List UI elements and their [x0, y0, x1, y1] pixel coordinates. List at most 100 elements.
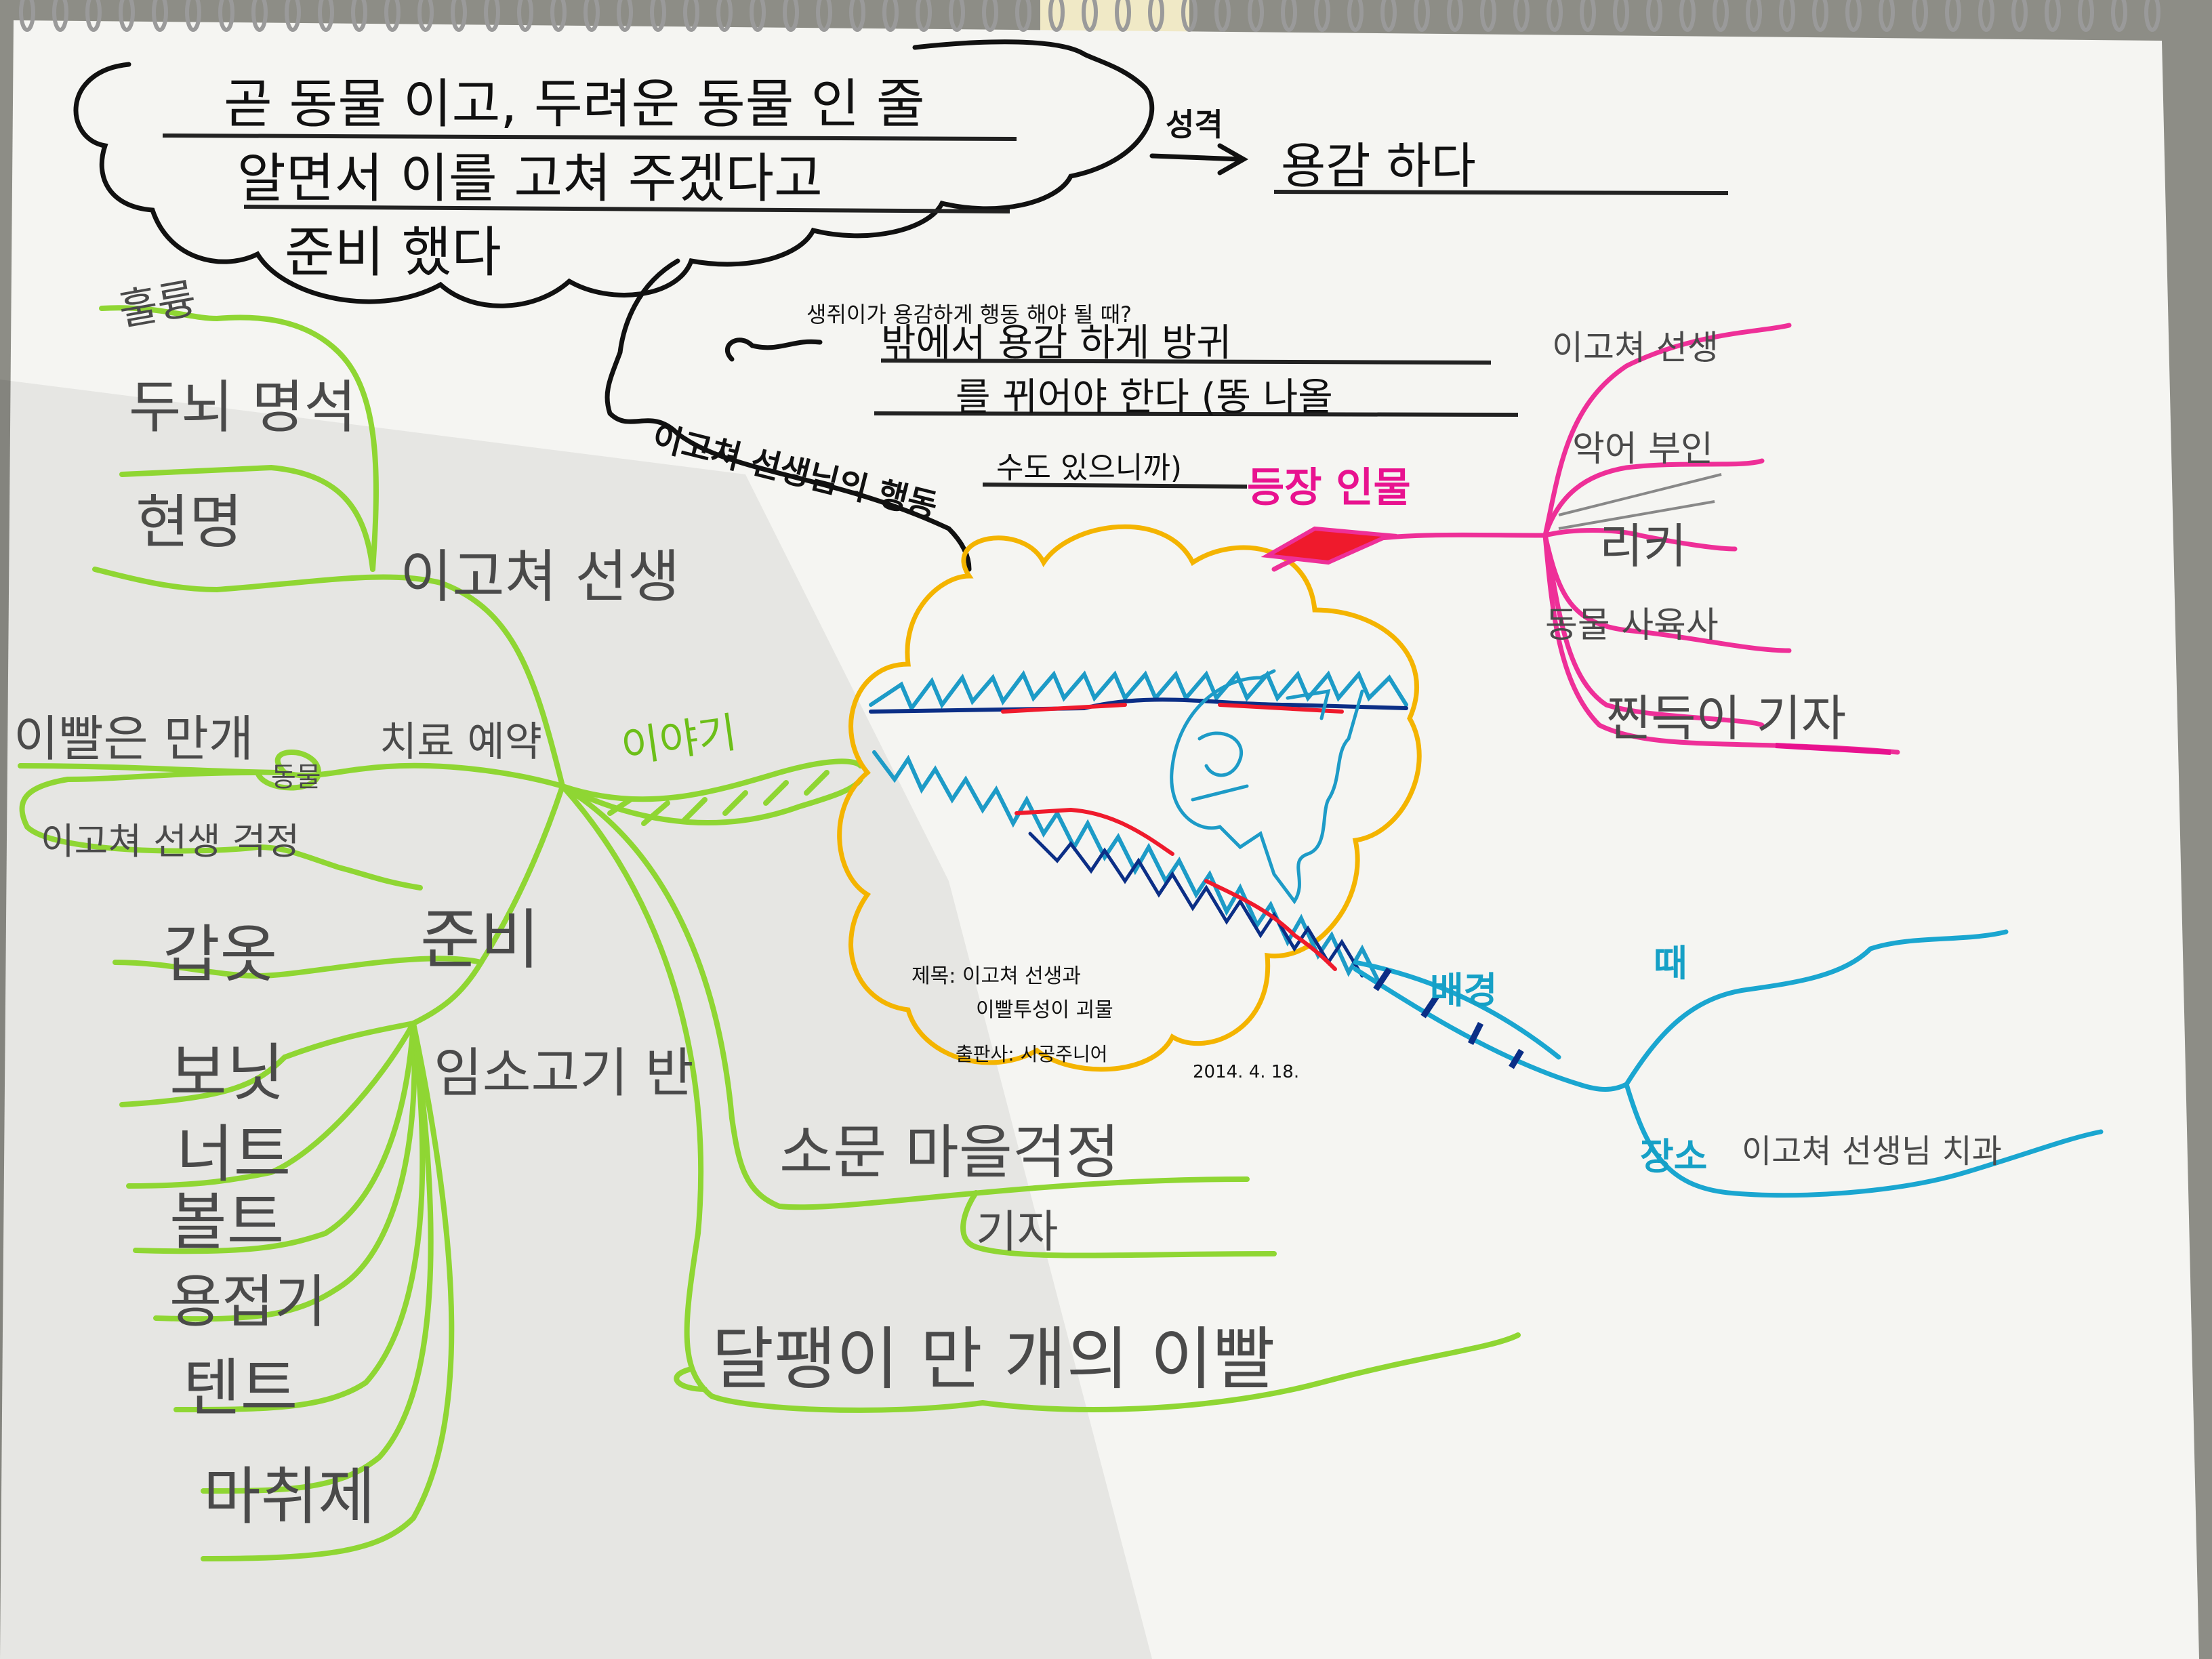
question-prompt: 생쥐이가 용감하게 행동 해야 될 때? — [806, 302, 1132, 327]
prep-label: 준비 — [420, 902, 540, 978]
cloud-line-2: 알면서 이를 고쳐 주겠다고 — [237, 148, 823, 209]
prep-item-5: 용접기 — [169, 1269, 327, 1335]
spiral-ring — [152, 0, 168, 32]
spiral-ring — [1248, 0, 1264, 32]
cloud-line-3: 준비 했다 — [285, 221, 501, 284]
spiral-ring — [251, 0, 268, 32]
prep-item-4: 볼트 — [169, 1186, 284, 1258]
spiral-ring — [1347, 0, 1364, 32]
answer-line-2: 를 뀌어야 한다 (똥 나올 — [956, 375, 1333, 419]
spiral-ring — [683, 0, 699, 32]
spiral-ring — [1978, 0, 1994, 32]
spiral-ring — [1480, 0, 1496, 32]
story-branches — [18, 305, 1521, 1561]
spiral-ring — [1580, 0, 1596, 32]
spiral-ring — [2144, 0, 2160, 32]
cloud-line-1: 곧 동물 이고, 두려운 동물 인 줄 — [224, 74, 925, 135]
spiral-ring — [119, 0, 135, 32]
spiral-ring — [1513, 0, 1530, 32]
character-2: 악어 부인 — [1572, 429, 1713, 470]
spiral-ring — [1380, 0, 1397, 32]
prep-item-3: 너트 — [176, 1118, 291, 1191]
prep-item-6: 텐트 — [183, 1352, 298, 1425]
prep-half: 임소고기 반 — [434, 1043, 694, 1104]
spiral-ring — [1214, 0, 1231, 32]
spiral-ring — [351, 0, 367, 32]
notebook-paper — [0, 20, 2199, 1659]
spiral-ring — [2078, 0, 2094, 32]
spiral-ring — [849, 0, 865, 32]
book-title-line-2: 이빨투성이 괴물 — [976, 998, 1113, 1022]
spiral-ring — [1879, 0, 1895, 32]
spiral-ring — [285, 0, 301, 32]
prep-item-1: 갑옷 — [163, 918, 277, 991]
spiral-ring — [2011, 0, 2028, 32]
spiral-ring — [1812, 0, 1828, 32]
spiral-ring — [1679, 0, 1696, 32]
spiral-ring — [85, 0, 102, 32]
spiral-ring — [417, 0, 434, 32]
spiral-ring — [1646, 0, 1662, 32]
spiral-ring — [218, 0, 234, 32]
center-cloud — [837, 524, 1422, 1072]
doctor-trait-3: 현명 — [136, 489, 243, 556]
spiral-ring — [517, 0, 533, 32]
monster-drawing — [869, 669, 1408, 985]
spiral-ring — [1015, 0, 1031, 32]
answer-line-3: 수도 있으니까) — [996, 451, 1182, 485]
spiral-ring — [1115, 0, 1131, 32]
rumor-reporter: 기자 — [976, 1206, 1058, 1258]
spiral-ring — [52, 0, 68, 32]
story-label: 이야기 — [618, 708, 740, 773]
spiral-ring — [816, 0, 832, 32]
spiral-ring — [1181, 0, 1197, 32]
shadow — [0, 380, 1152, 1659]
book-publisher: 출판사: 시공주니어 — [956, 1043, 1107, 1065]
spiral-ring — [916, 0, 932, 32]
characters-label: 등장 인물 — [1247, 464, 1411, 512]
place-label: 장소 — [1640, 1135, 1707, 1178]
spiral-ring — [1746, 0, 1762, 32]
appointment-teeth: 이빨은 만개 — [14, 710, 253, 767]
spiral-ring — [2111, 0, 2127, 32]
rumor-label: 소문 마을걱정 — [779, 1119, 1120, 1187]
character-1: 이고쳐 선생 — [1552, 328, 1719, 367]
prep-item-2: 보닛 — [169, 1037, 284, 1109]
appointment-animal: 동물 — [271, 762, 321, 793]
personality-value: 용감 하다 — [1281, 138, 1476, 194]
character-4: 동물 사육사 — [1545, 605, 1719, 646]
appointment-worry: 이고쳐 선생 걱정 — [41, 820, 300, 863]
spiral-ring — [1447, 0, 1463, 32]
spiral-ring — [185, 0, 201, 32]
book-date: 2014. 4. 18. — [1193, 1062, 1299, 1082]
spiral-ring — [617, 0, 633, 32]
spiral-ring — [1912, 0, 1928, 32]
top-thought-cloud — [73, 39, 1249, 572]
spiral-ring — [716, 0, 733, 32]
spiral-ring — [650, 0, 666, 32]
spiral-ring — [318, 0, 334, 32]
spiral-ring — [1779, 0, 1795, 32]
spiral-ring — [1281, 0, 1297, 32]
spiral-ring — [583, 0, 600, 32]
spiral-ring — [1945, 0, 1961, 32]
spiral-ring — [1082, 0, 1098, 32]
cloud-underlines — [162, 134, 1729, 489]
answer-line-1: 밖에서 용감 하게 방귀 — [881, 321, 1231, 365]
spiral-ring — [982, 0, 998, 32]
spiral-ring — [451, 0, 467, 32]
spiral-ring — [1845, 0, 1862, 32]
spiral-ring — [1414, 0, 1430, 32]
spiral-ring — [1547, 0, 1563, 32]
personality-label: 성격 — [1166, 106, 1223, 143]
character-stem-marker — [1261, 473, 1891, 755]
prep-item-7: 마취제 — [203, 1460, 375, 1533]
rumor-ending: 달팽이 만 개의 이빨 — [712, 1319, 1275, 1399]
place-value: 이고쳐 선생님 치과 — [1742, 1132, 2002, 1170]
spiral-ring — [750, 0, 766, 32]
spiral-ring — [882, 0, 899, 32]
doctor-trait-2: 두뇌 명석 — [129, 374, 356, 441]
